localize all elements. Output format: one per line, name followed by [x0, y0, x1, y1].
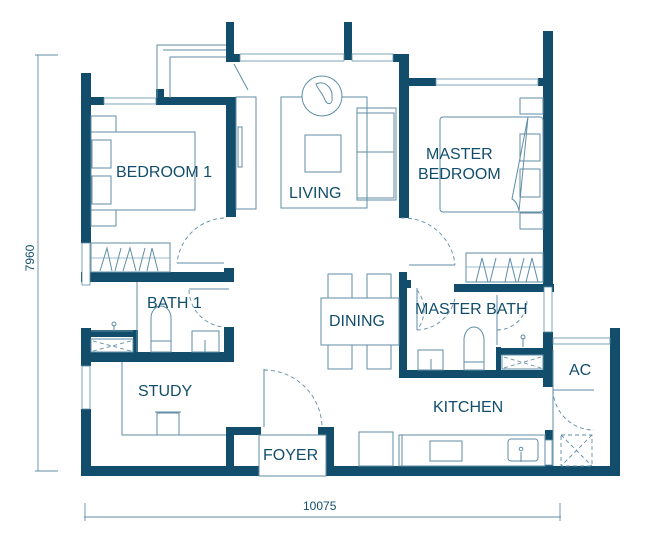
dimension-height-label: 7960 [23, 244, 37, 272]
dimension-height-line [35, 54, 58, 472]
dimension-width-label: 10075 [303, 499, 337, 513]
room-label-ac: AC [569, 362, 592, 379]
room-label-kitchen: KITCHEN [433, 399, 504, 416]
windows [81, 44, 611, 466]
room-label-foyer: FOYER [263, 447, 319, 464]
room-label-master-bedroom: MASTER BEDROOM [418, 145, 501, 185]
room-label-bedroom-1: BEDROOM 1 [116, 164, 213, 181]
doors [176, 63, 595, 431]
room-label-master-bedroom-line-2: BEDROOM [418, 166, 501, 183]
walls [81, 22, 620, 476]
room-label-master-bath: MASTER BATH [415, 301, 528, 318]
room-label-master-bedroom-line-1: MASTER [426, 146, 493, 163]
room-label-living: LIVING [289, 185, 342, 202]
furniture [90, 75, 593, 477]
dimension-width-line [84, 503, 561, 521]
room-label-dining: DINING [329, 313, 385, 330]
room-label-study: STUDY [138, 383, 193, 400]
room-label-bath-1: BATH 1 [147, 295, 202, 312]
